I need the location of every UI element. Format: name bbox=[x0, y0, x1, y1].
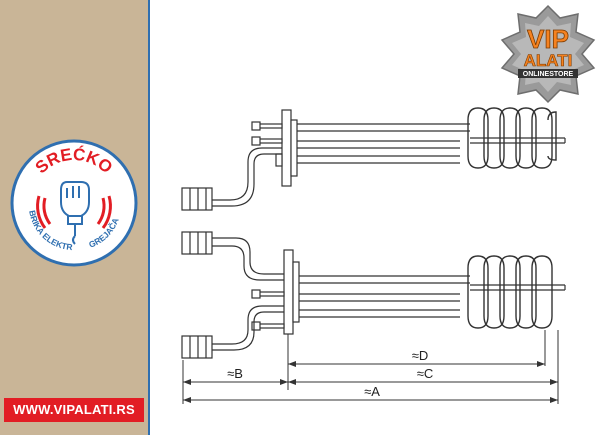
dimension-a-label: ≈A bbox=[364, 384, 380, 399]
logo-vip-text: VIP bbox=[527, 24, 569, 54]
dimension-b-label: ≈B bbox=[227, 366, 243, 381]
sidebar-divider bbox=[148, 0, 150, 435]
logo-alati-text: ALATI bbox=[524, 51, 573, 70]
bottom-heater-element bbox=[181, 231, 566, 359]
bottom-lower-nut bbox=[181, 335, 213, 359]
bottom-flange bbox=[283, 249, 294, 335]
fist-bulb-icon bbox=[60, 181, 90, 245]
website-url-banner[interactable]: WWW.VIPALATI.RS bbox=[4, 398, 144, 422]
dimension-d-label: ≈D bbox=[412, 348, 429, 363]
dimension-c-label: ≈C bbox=[417, 366, 434, 381]
dimension-arrows bbox=[183, 361, 558, 403]
bottom-upper-nut bbox=[181, 231, 213, 255]
top-coil bbox=[467, 107, 557, 169]
top-nut bbox=[181, 187, 213, 211]
dimension-lines bbox=[182, 330, 559, 404]
bottom-coil bbox=[467, 255, 553, 329]
top-heater-element bbox=[181, 107, 566, 211]
logo-onlinestore-text: ONLINESTORE bbox=[523, 71, 574, 78]
vip-alati-logo: VIP ALATI ONLINESTORE bbox=[500, 4, 596, 104]
top-flange bbox=[281, 109, 292, 187]
srecko-badge-logo: SREĆKO FABRIKA ELEKTRO GREJAČA bbox=[9, 138, 138, 267]
heater-technical-drawing: ≈D ≈B ≈C ≈A bbox=[181, 107, 566, 404]
